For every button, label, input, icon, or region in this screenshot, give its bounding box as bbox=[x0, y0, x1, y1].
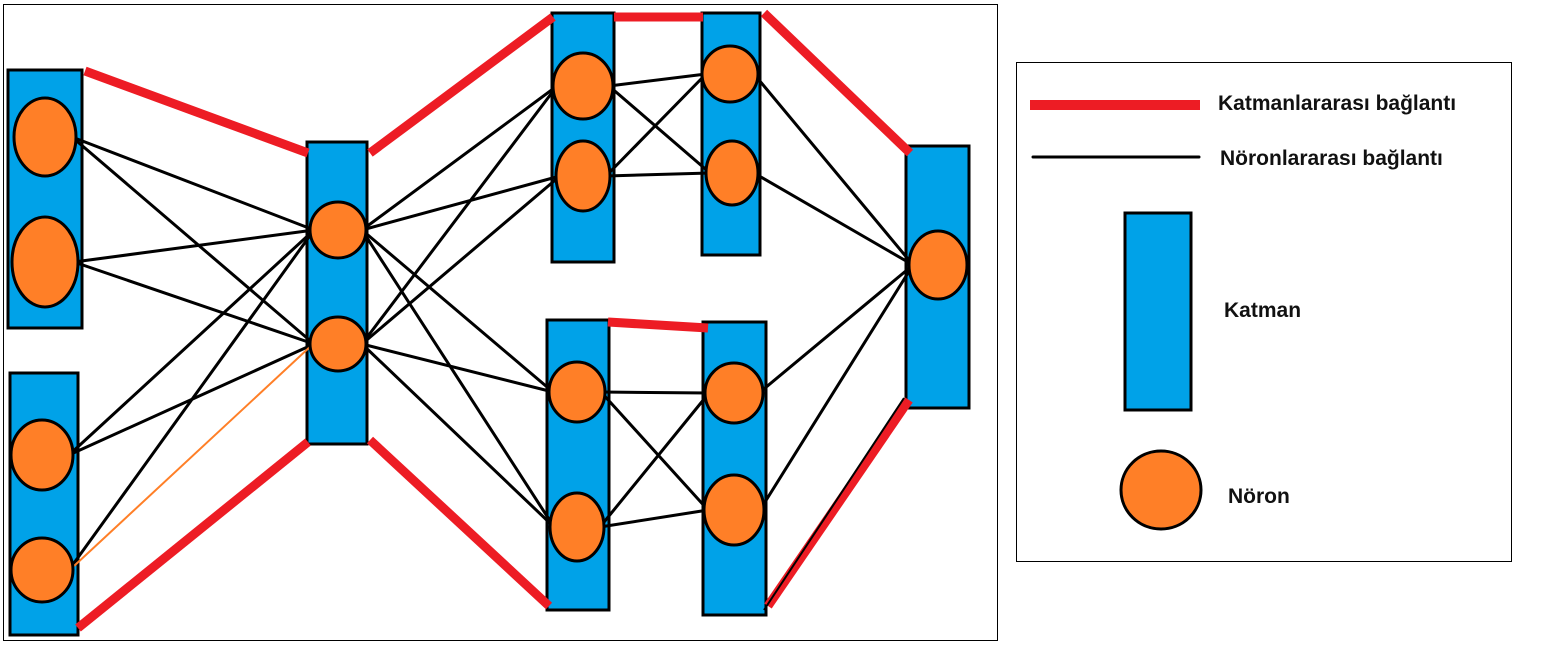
neuron-g bbox=[551, 51, 615, 121]
neuron-h bbox=[554, 139, 612, 213]
legend-inter-layer-label: Katmanlararası bağlantı bbox=[1218, 92, 1457, 115]
neuron-connection-g-i bbox=[607, 72, 708, 88]
neuron-n bbox=[702, 473, 766, 547]
neuron-connection-b-e bbox=[72, 228, 316, 264]
layer-connection-7 bbox=[607, 317, 709, 333]
neuron-c bbox=[9, 418, 75, 492]
neuron-connection-orange bbox=[73, 344, 313, 567]
neuron-k bbox=[547, 360, 607, 424]
neuron-a bbox=[12, 96, 78, 178]
layer-connection-8 bbox=[764, 397, 913, 609]
neuron-connection-j-o bbox=[752, 171, 915, 267]
layer-connection-6 bbox=[366, 436, 553, 610]
neuron-connection-c-e bbox=[67, 228, 316, 457]
neuron-connection-a-e bbox=[70, 135, 316, 232]
legend-layer-label: Katman bbox=[1224, 299, 1302, 322]
neuron-connection-d-e bbox=[67, 228, 316, 572]
neuron-connection-e-g bbox=[360, 84, 559, 232]
legend-inter-neuron-label: Nöronlararası bağlantı bbox=[1220, 147, 1443, 170]
neuron-f bbox=[308, 315, 368, 373]
neuron-connection-n-o bbox=[758, 263, 915, 512]
neuron-connection-f-l bbox=[360, 342, 556, 529]
layer-L3 bbox=[305, 140, 369, 446]
neuron-connection-l-n bbox=[598, 508, 710, 529]
neuron-connection-a-f bbox=[70, 135, 316, 346]
layer-connection-4 bbox=[760, 9, 914, 157]
neuron-connection-h-i bbox=[604, 72, 708, 178]
neuron-connection-h-j bbox=[604, 171, 712, 178]
neuron-o bbox=[907, 229, 969, 301]
neuron-connection-f-k bbox=[360, 342, 555, 394]
neuron-d bbox=[9, 536, 75, 604]
neuron-connection-f-h bbox=[360, 174, 562, 346]
diagram-frame bbox=[3, 4, 998, 641]
neuron-m bbox=[703, 361, 765, 425]
layer-connection-2 bbox=[367, 13, 556, 157]
legend-neuron-swatch bbox=[1119, 449, 1203, 531]
layer-L4 bbox=[550, 11, 616, 264]
neuron-connection-l-m bbox=[598, 391, 711, 529]
neuron-j bbox=[704, 139, 760, 207]
legend-box bbox=[1016, 62, 1512, 562]
neuron-connection-b-f bbox=[72, 260, 316, 346]
neuron-connection-i-o bbox=[752, 72, 915, 267]
neuron-connection-k-n bbox=[599, 390, 710, 512]
neuron-connection-e-l bbox=[360, 228, 556, 529]
neuron-connection-e-h bbox=[360, 174, 562, 232]
layer-connection-shadow bbox=[763, 397, 905, 611]
neuron-l bbox=[548, 491, 606, 563]
neuron-i bbox=[700, 44, 760, 104]
neuron-b bbox=[10, 215, 80, 309]
neuron-connection-k-m bbox=[599, 390, 711, 395]
neuron-connection-e-k bbox=[360, 228, 555, 394]
legend-layer-swatch bbox=[1123, 211, 1193, 412]
layer-connection-5 bbox=[75, 438, 311, 632]
neuron-connection-g-j bbox=[607, 84, 712, 175]
layer-connection-1 bbox=[83, 66, 310, 158]
neuron-connection-m-o bbox=[757, 263, 915, 395]
neuron-connection-f-g bbox=[360, 84, 559, 346]
legend-neuron-label: Nöron bbox=[1228, 485, 1290, 508]
neuron-e bbox=[308, 200, 368, 260]
